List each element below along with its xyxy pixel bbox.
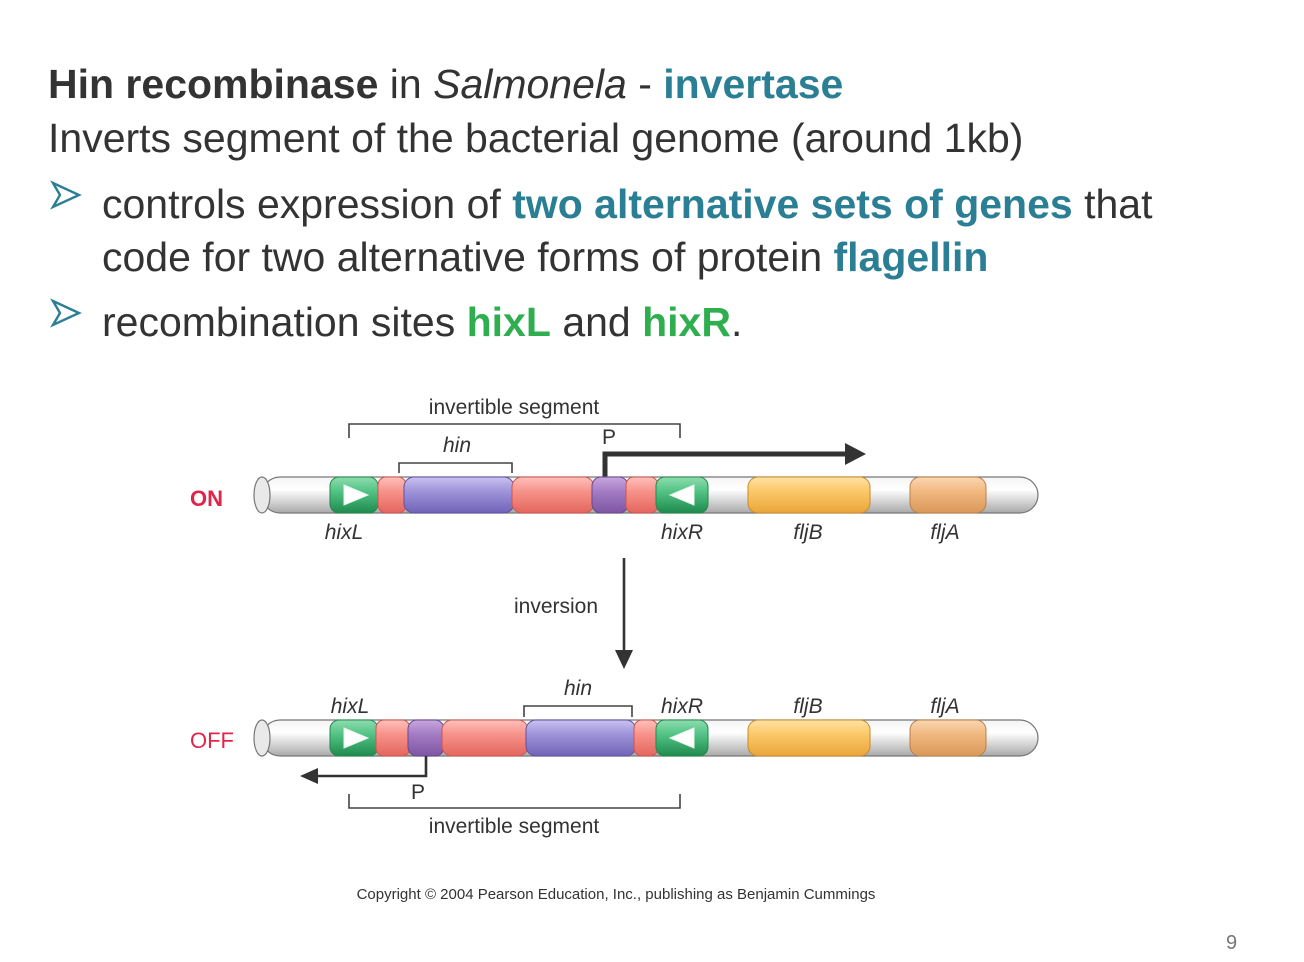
copyright-text: Copyright © 2004 Pearson Education, Inc.… xyxy=(357,886,876,903)
fljA-label-off: fljA xyxy=(930,695,959,718)
reverse-arrow-icon xyxy=(668,484,695,506)
inversion-label: inversion xyxy=(514,595,598,618)
title-in: in xyxy=(378,61,434,107)
bullet-2-text-a: recombination sites xyxy=(102,299,467,345)
fljB-label-off: fljB xyxy=(793,695,822,718)
transcription-arrow-off xyxy=(318,756,428,778)
bullet-1-line-1: controls expression of two alternative s… xyxy=(102,180,1153,228)
title-salmonela: Salmonela xyxy=(433,61,627,107)
hin-gene-on xyxy=(403,476,515,514)
fljB-gene-off xyxy=(747,719,871,757)
hixL-label-on: hixL xyxy=(325,521,364,544)
segment-red-on-1 xyxy=(377,476,407,514)
reverse-arrow-icon xyxy=(668,727,695,749)
invertible-segment-label-on: invertible segment xyxy=(429,396,600,419)
page-number: 9 xyxy=(1226,932,1238,954)
dna-end-cap-left-on xyxy=(253,476,271,514)
bullet-2-hixR: hixR xyxy=(642,299,731,345)
segment-red-off-2 xyxy=(441,719,529,757)
slide-subtitle: Inverts segment of the bacterial genome … xyxy=(48,115,1024,161)
bullet-1-text-d: code for two alternative forms of protei… xyxy=(102,234,834,280)
promoter-label-on: P xyxy=(602,426,616,449)
bullet-1-highlight-genes: two alternative sets of genes xyxy=(512,181,1073,227)
hin-label-on: hin xyxy=(443,434,471,457)
segment-red-on-2 xyxy=(511,476,595,514)
fljA-gene-off xyxy=(909,719,987,757)
bullet-1-text-a: controls expression of xyxy=(102,181,513,227)
hixR-label-on: hixR xyxy=(661,521,703,544)
title-hin-recombinase: Hin recombinase xyxy=(48,61,379,107)
title-dash: - xyxy=(626,61,664,107)
fljA-label-on: fljA xyxy=(930,521,959,544)
arrowhead-bullet-icon xyxy=(50,180,82,210)
play-arrow-icon xyxy=(343,484,370,506)
hixL-label-off: hixL xyxy=(331,695,370,718)
on-label: ON xyxy=(190,486,223,511)
bullet-2-period: . xyxy=(730,299,743,345)
segment-red-on-3 xyxy=(625,476,659,514)
arrowhead-bullet-icon xyxy=(50,298,82,328)
hin-label-off: hin xyxy=(564,677,592,700)
invertible-segment-bracket-on xyxy=(348,423,681,438)
invertible-segment-bracket-off xyxy=(348,794,681,809)
slide-title: Hin recombinase in Salmonela - invertase xyxy=(48,60,843,108)
bullet-1-line-2: code for two alternative forms of protei… xyxy=(102,233,988,281)
bullet-2-line: recombination sites hixL and hixR. xyxy=(102,298,742,346)
invertible-segment-label-off: invertible segment xyxy=(429,815,600,838)
arrowhead-down-icon xyxy=(615,650,633,669)
transcription-arrow-on xyxy=(602,451,846,478)
dna-off xyxy=(253,719,1039,757)
promoter-on xyxy=(591,476,629,514)
hin-bracket-on xyxy=(398,462,513,473)
fljA-gene-on xyxy=(909,476,987,514)
segment-red-off-3 xyxy=(633,719,659,757)
arrowhead-right-icon xyxy=(845,443,866,465)
off-label: OFF xyxy=(190,728,234,753)
bullet-1-text-c: that xyxy=(1072,181,1153,227)
bullet-1-highlight-flagellin: flagellin xyxy=(833,234,989,280)
dna-on xyxy=(253,476,1039,514)
fljB-label-on: fljB xyxy=(793,521,822,544)
arrowhead-left-icon xyxy=(300,768,318,784)
bullet-2-hixL: hixL xyxy=(466,299,551,345)
play-arrow-icon xyxy=(343,727,370,749)
hixR-label-off: hixR xyxy=(661,695,703,718)
segment-red-off-1 xyxy=(375,719,411,757)
promoter-off xyxy=(407,719,445,757)
promoter-label-off: P xyxy=(411,781,425,804)
fljB-gene-on xyxy=(747,476,871,514)
title-invertase: invertase xyxy=(663,61,844,107)
hin-bracket-off xyxy=(523,705,633,717)
hin-gene-off xyxy=(525,719,637,757)
dna-end-cap-left-off xyxy=(253,719,271,757)
bullet-2-text-and: and xyxy=(550,299,643,345)
